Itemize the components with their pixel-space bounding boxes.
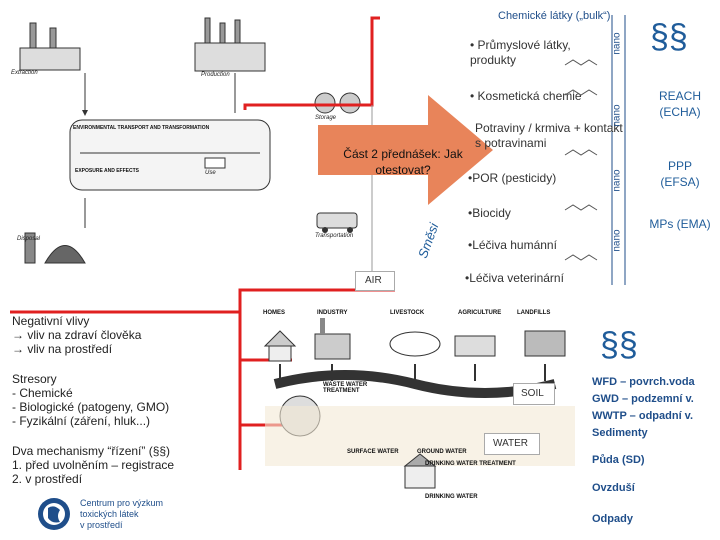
logo: Centrum pro výzkum toxických látek v pro… [36, 494, 216, 534]
env-drinking-water: DRINKING WATER [425, 494, 478, 500]
air-label: AIR [365, 275, 382, 286]
label-storage: Storage [315, 115, 337, 121]
water-box: WATER [484, 433, 540, 455]
mechanisms-title: Dva mechanismy “řízení” (§§) [12, 444, 171, 458]
air-box: AIR [355, 271, 395, 291]
category-pesticides: •POR (pesticidy) [468, 171, 557, 185]
logo-line-3: v prostředí [80, 520, 123, 530]
category-food: Potraviny / krmiva + kontakt s potravina… [475, 121, 623, 150]
lifecycle-drawing [19, 17, 361, 264]
mechanisms-environment: 2. v prostředí [12, 472, 83, 486]
label-production: Production [201, 72, 230, 78]
negative-title: Negativní vlivy [12, 314, 90, 328]
molecule-icons [564, 59, 598, 261]
negative-item-health: → vliv na zdraví člověka [12, 328, 142, 342]
test-arrow [318, 95, 493, 205]
env-surface-water: SURFACE WATER [347, 449, 399, 455]
env-ground-water: GROUND WATER [417, 449, 467, 455]
env-homes: HOMES [263, 310, 286, 316]
stressors-title: Stresory [12, 372, 57, 386]
mechanisms-registration: 1. před uvolněním – registrace [12, 458, 175, 472]
reg-ppp: PPP (EFSA) [660, 159, 700, 189]
category-human-drugs: •Léčiva humánní [468, 238, 557, 252]
label-exposure: EXPOSURE AND EFFECTS [75, 168, 139, 174]
reg-reach: REACH (ECHA) [658, 89, 701, 119]
env-wwtp: WASTE WATER TREATMENT [323, 382, 368, 394]
label-disposal: Disposal [17, 236, 41, 242]
env-reg-soil: Půda (SD) [592, 454, 645, 466]
lifecycle-illustration: Extraction Production Storage ENVIRONMEN… [5, 8, 405, 270]
label-use: Use [205, 170, 216, 176]
stressors-physical: - Fyzikální (záření, hluk...) [12, 414, 151, 428]
environment-drawing [263, 318, 575, 489]
globe-icon [38, 498, 70, 530]
env-section-sign: §§ [600, 326, 638, 364]
label-extraction: Extraction [11, 70, 38, 76]
logo-line-1: Centrum pro výzkum [80, 498, 164, 508]
category-biocides: •Biocidy [468, 206, 511, 220]
env-landfills: LANDFILLS [517, 310, 551, 316]
stressors-chemical: - Chemické [12, 386, 73, 400]
category-vet-drugs: •Léčiva veterinární [465, 271, 564, 285]
nano-label-1: nano [611, 32, 623, 55]
env-dw-treatment: DRINKING WATER TREATMENT [425, 461, 516, 467]
water-label: WATER [493, 438, 528, 449]
env-reg-gwd: GWD – podzemní v. [592, 393, 694, 405]
nano-label-4: nano [611, 229, 623, 252]
logo-line-2: toxických látek [80, 509, 139, 519]
header-title: Chemické látky („bulk“) [498, 10, 611, 22]
category-industrial: • Průmyslové látky, produkty [470, 38, 571, 67]
stressors-biological: - Biologické (patogeny, GMO) [12, 400, 170, 414]
env-industry: INDUSTRY [317, 310, 348, 316]
env-reg-waste: Odpady [592, 513, 633, 525]
environment-illustration: HOMES INDUSTRY LIVESTOCK AGRICULTURE LAN… [255, 296, 585, 516]
env-reg-wfd: WFD – povrch.voda [592, 376, 695, 388]
label-transportation: Transportation [315, 233, 354, 239]
env-livestock: LIVESTOCK [390, 310, 425, 316]
soil-box: SOIL [513, 383, 555, 405]
test-question: Část 2 přednášek: Jak otestovat? [343, 147, 463, 177]
reg-mps: MPs (EMA) [649, 217, 711, 231]
nano-label-2: nano [611, 104, 623, 127]
negative-item-environment: → vliv na prostředí [12, 342, 113, 356]
label-env-transport: ENVIRONMENTAL TRANSPORT AND TRANSFORMATI… [73, 125, 210, 131]
header-section-sign: §§ [650, 18, 688, 56]
soil-label: SOIL [521, 388, 544, 399]
nano-label-3: nano [611, 169, 623, 192]
env-agriculture: AGRICULTURE [458, 310, 502, 316]
category-cosmetics: • Kosmetická chemie [470, 89, 582, 103]
env-reg-air: Ovzduší [592, 482, 635, 494]
env-reg-wwtp: WWTP – odpadní v. [592, 410, 694, 422]
env-reg-sediments: Sedimenty [592, 427, 648, 439]
